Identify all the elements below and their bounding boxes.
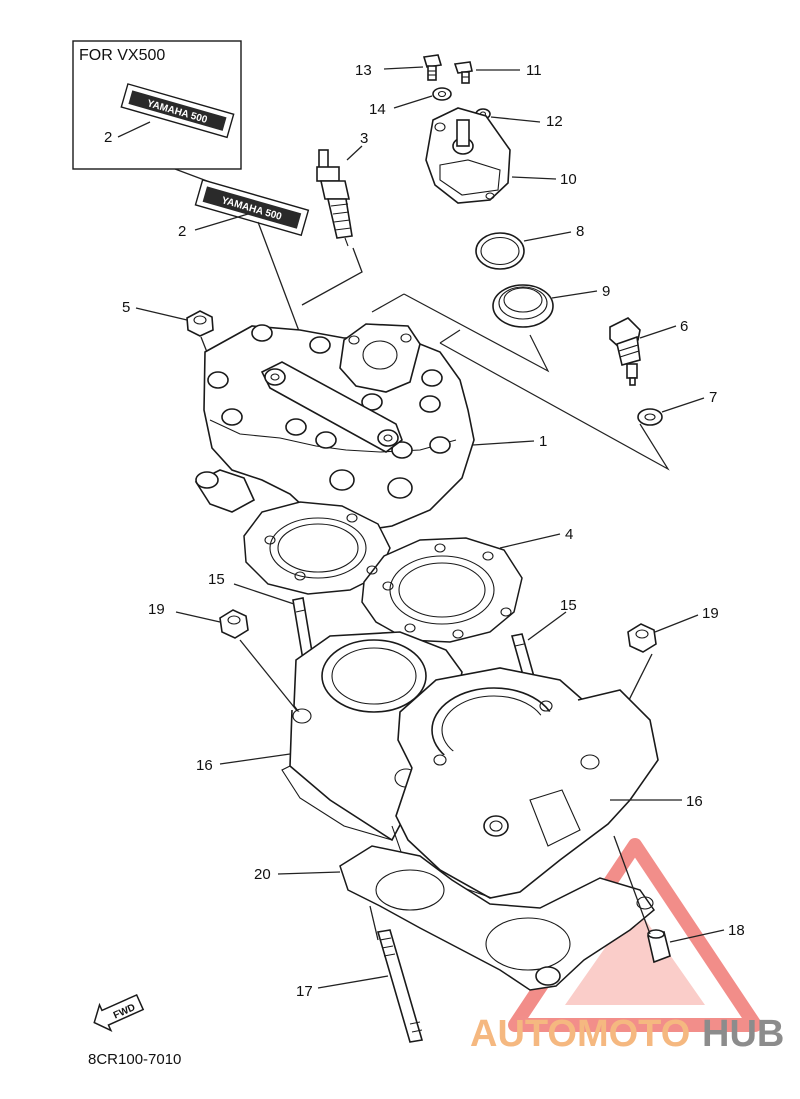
callout-12: 12 [546, 113, 563, 130]
callout-19-left: 19 [148, 601, 165, 618]
callout-18: 18 [728, 922, 745, 939]
diagram-code: 8CR100-7010 [88, 1051, 181, 1068]
callout-6: 6 [680, 318, 688, 335]
o-ring-part-8 [475, 232, 525, 270]
thermostat-cover-part-10 [425, 107, 511, 204]
inset-callout-2: 2 [104, 129, 112, 146]
callout-4: 4 [565, 526, 573, 543]
decal-part-2: YAMAHA 500 [194, 179, 310, 237]
callout-19-right: 19 [702, 605, 719, 622]
cylinder-head-part-1 [194, 323, 475, 533]
callout-8: 8 [576, 223, 584, 240]
leader-dash-9 [403, 293, 550, 373]
bolt-part-13 [422, 54, 443, 81]
washer-part-14 [432, 87, 452, 101]
callout-15-right: 15 [560, 597, 577, 614]
nut-part-19-left [219, 609, 249, 639]
callout-13: 13 [355, 62, 372, 79]
callout-2: 2 [178, 223, 186, 240]
nut-part-5 [186, 310, 214, 337]
callout-14: 14 [369, 101, 386, 118]
bolt-part-11 [453, 61, 473, 84]
base-gasket-part-20 [339, 845, 656, 991]
callout-16-left: 16 [196, 757, 213, 774]
inset-box: FOR VX500 YAMAHA 500 2 [72, 40, 242, 170]
dowel-pin-part-18 [647, 929, 671, 964]
callout-5: 5 [122, 299, 130, 316]
thermostat-part-9 [492, 284, 554, 328]
callout-1: 1 [539, 433, 547, 450]
stud-part-17 [376, 929, 424, 1043]
inset-decal: YAMAHA 500 [120, 83, 235, 139]
callout-17: 17 [296, 983, 313, 1000]
callout-11: 11 [526, 62, 542, 79]
inset-title: FOR VX500 [79, 47, 165, 64]
spark-plug-part-3 [316, 149, 353, 247]
watermark-text-part2: HUB [702, 1013, 784, 1055]
washer-part-7 [637, 408, 663, 426]
callout-10: 10 [560, 171, 577, 188]
callout-9: 9 [602, 283, 610, 300]
watermark-text-part1: AUTOMOTO [470, 1013, 690, 1055]
nut-part-19-right [627, 623, 657, 653]
temperature-sensor-part-6 [609, 317, 641, 386]
callout-7: 7 [709, 389, 717, 406]
forward-arrow-icon: FWD [93, 993, 145, 1033]
callout-3: 3 [360, 130, 368, 147]
head-gasket-part-4 [243, 501, 523, 643]
watermark-logo: AUTOMOTO HUB [470, 1013, 784, 1055]
cylinder-part-16 [281, 631, 659, 899]
callout-15-left: 15 [208, 571, 225, 588]
callout-20: 20 [254, 866, 271, 883]
callout-16-right: 16 [686, 793, 703, 810]
